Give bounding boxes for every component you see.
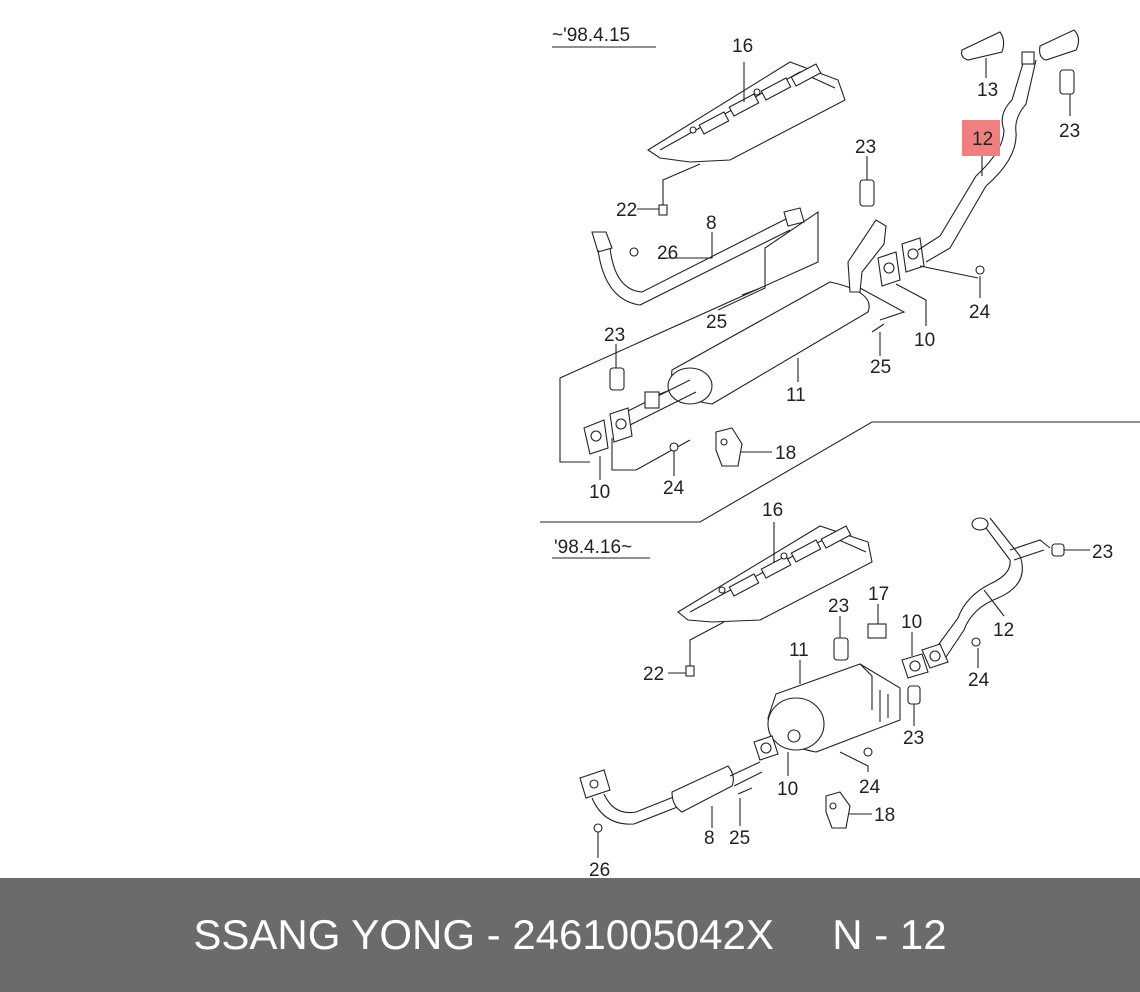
muffler-part xyxy=(613,281,870,431)
callout-26: 26 xyxy=(657,243,678,264)
muffler-part xyxy=(767,663,901,753)
callout-22: 22 xyxy=(643,664,664,685)
callout-25-left: 25 xyxy=(706,312,727,333)
front-pipe-part xyxy=(591,207,805,306)
callout-24-right: 24 xyxy=(969,302,991,323)
callout-12: 12 xyxy=(993,620,1014,641)
callout-11: 11 xyxy=(786,385,806,406)
callout-26: 26 xyxy=(589,860,610,878)
section-divider xyxy=(540,421,1140,523)
diagram-canvas: ~'98.4.15 16 22 8 26 25 23 xyxy=(540,25,1140,881)
section-label-late: '98.4.16~ xyxy=(554,537,632,558)
callout-25-right: 25 xyxy=(870,357,891,378)
callout-23-right: 23 xyxy=(1092,542,1113,563)
heat-shield-part xyxy=(646,61,846,163)
callout-10-upper: 10 xyxy=(901,612,922,633)
callout-22: 22 xyxy=(616,200,637,221)
callout-11: 11 xyxy=(789,640,809,661)
callout-24-lower: 24 xyxy=(859,777,881,798)
heat-shield-part xyxy=(677,525,873,623)
callout-10-right: 10 xyxy=(914,330,935,351)
callout-8: 8 xyxy=(706,213,717,234)
exhaust-system-diagram: ~'98.4.15 16 22 8 26 25 23 xyxy=(540,25,1140,881)
section-label-early: ~'98.4.15 xyxy=(552,25,630,46)
callout-10-left: 10 xyxy=(589,482,610,503)
tail-pipe-part xyxy=(921,517,1051,669)
highlight-box xyxy=(962,120,1000,156)
callout-8: 8 xyxy=(704,828,715,849)
footer-bar: SSANG YONG - 2461005042X N - 12 xyxy=(0,878,1140,992)
callout-23-right: 23 xyxy=(1059,121,1080,142)
callout-18: 18 xyxy=(775,443,796,464)
callout-24-right: 24 xyxy=(968,670,990,691)
footer-text: SSANG YONG - 2461005042X N - 12 xyxy=(193,911,947,958)
callout-16: 16 xyxy=(762,500,783,521)
callout-13: 13 xyxy=(977,80,998,101)
callout-10-lower: 10 xyxy=(777,779,798,800)
callout-25: 25 xyxy=(729,828,750,849)
callout-17: 17 xyxy=(868,584,889,605)
callout-23-lower: 23 xyxy=(903,728,924,749)
callout-16: 16 xyxy=(732,36,753,57)
front-pipe-part xyxy=(579,761,763,825)
callout-23-upper: 23 xyxy=(828,596,849,617)
callout-23-left: 23 xyxy=(604,325,625,346)
callout-12-highlighted: 12 xyxy=(972,129,993,150)
callout-24-left: 24 xyxy=(663,478,685,499)
callout-18: 18 xyxy=(874,805,895,826)
callout-23-mid: 23 xyxy=(855,137,876,158)
